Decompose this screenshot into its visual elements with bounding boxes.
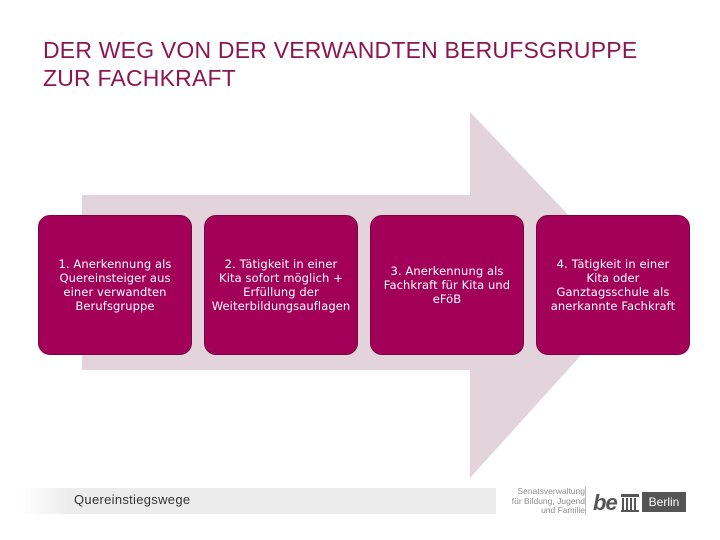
- step-box-4: 4. Tätigkeit in einer Kita oder Ganztags…: [536, 215, 690, 355]
- step-2-text: 2. Tätigkeit in einer Kita sofort möglic…: [211, 257, 351, 313]
- footer-divider: [585, 487, 586, 515]
- step-box-3: 3. Anerkennung als Fachkraft für Kita un…: [370, 215, 524, 355]
- step-4-text: 4. Tätigkeit in einer Kita oder Ganztags…: [550, 257, 676, 313]
- sender-line-3: und Familie: [541, 505, 585, 515]
- brandenburg-gate-icon: [621, 494, 639, 512]
- sender-name: Senatsverwaltung für Bildung, Jugend und…: [505, 486, 585, 516]
- sender-line-2: für Bildung, Jugend: [511, 495, 585, 506]
- footer-label: Quereinstiegswege: [74, 492, 191, 507]
- step-box-2: 2. Tätigkeit in einer Kita sofort möglic…: [204, 215, 358, 355]
- berlin-badge: Berlin: [642, 492, 686, 512]
- slide-title-line-1: DER WEG VON DER VERWANDTEN BERUFSGRUPPE: [43, 37, 638, 63]
- footer-bar: [20, 488, 496, 514]
- be-logo: be: [593, 490, 618, 515]
- slide-title: DER WEG VON DER VERWANDTEN BERUFSGRUPPE …: [43, 36, 683, 92]
- slide-title-line-2: ZUR FACHKRAFT: [43, 65, 236, 91]
- step-1-text: 1. Anerkennung als Quereinsteiger aus ei…: [58, 257, 172, 313]
- sender-line-1: Senatsverwaltung: [517, 486, 585, 496]
- process-arrow-shape: [82, 112, 640, 478]
- step-box-1: 1. Anerkennung als Quereinsteiger aus ei…: [38, 215, 192, 355]
- step-3-text: 3. Anerkennung als Fachkraft für Kita un…: [383, 264, 511, 306]
